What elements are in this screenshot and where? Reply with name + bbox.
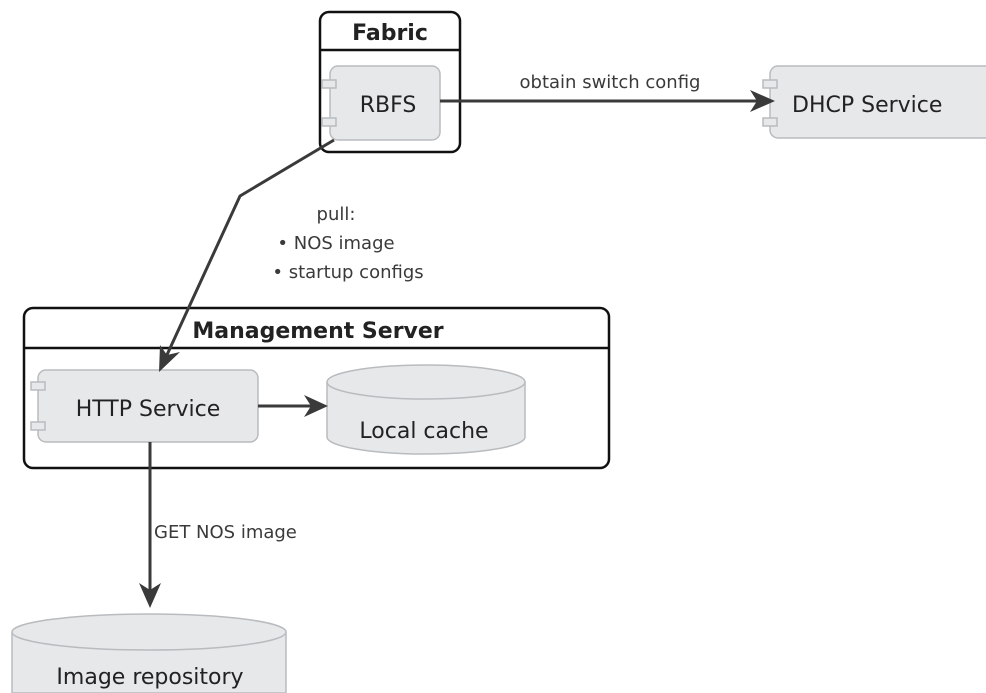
edge-rbfs-to-dhcp: obtain switch config xyxy=(440,72,775,112)
local-cache-top xyxy=(326,364,526,400)
local-cache-body xyxy=(326,382,526,455)
dhcp-port-icon-top xyxy=(762,79,778,89)
edge-http-repo-label: GET NOS image xyxy=(154,522,297,543)
rbfs-port-icon-bottom xyxy=(321,117,337,127)
edge-rbfs-to-http: pull: • NOS image • startup configs xyxy=(159,138,424,372)
edge-rbfs-http-line xyxy=(164,138,335,358)
image-repository-top xyxy=(11,613,287,651)
http-port-icon-bottom xyxy=(30,421,46,431)
arrowhead-icon xyxy=(159,345,180,372)
http-port-icon-top xyxy=(30,381,46,391)
edge-http-to-repo: GET NOS image xyxy=(139,442,297,608)
dhcp-port-icon-bottom xyxy=(762,117,778,127)
rbfs-port-icon-top xyxy=(321,79,337,89)
http-label: HTTP Service xyxy=(76,397,221,422)
image-repository-database[interactable]: Image repository xyxy=(11,613,287,693)
http-service-component[interactable]: HTTP Service xyxy=(30,369,259,443)
local-cache-database[interactable]: Local cache xyxy=(326,364,526,455)
dhcp-label: DHCP Service xyxy=(792,93,942,118)
fabric-title: Fabric xyxy=(352,21,428,46)
rbfs-component[interactable]: RBFS xyxy=(321,65,441,141)
edge-rbfs-http-bullet-2: • startup configs xyxy=(272,262,423,283)
arrowhead-icon xyxy=(750,90,775,112)
edge-rbfs-http-bullet-1: • NOS image xyxy=(277,233,394,254)
dhcp-service-component[interactable]: DHCP Service xyxy=(762,65,986,139)
edge-rbfs-http-label-title: pull: xyxy=(317,204,356,225)
local-cache-label: Local cache xyxy=(359,419,488,444)
rbfs-box xyxy=(329,65,441,141)
edge-http-to-cache xyxy=(258,395,328,417)
rbfs-label: RBFS xyxy=(360,93,417,118)
image-repository-label: Image repository xyxy=(56,665,243,690)
management-server-title: Management Server xyxy=(192,319,443,344)
arrowhead-icon xyxy=(304,395,328,417)
arrowhead-icon xyxy=(139,583,161,608)
edge-rbfs-dhcp-label: obtain switch config xyxy=(520,72,701,93)
